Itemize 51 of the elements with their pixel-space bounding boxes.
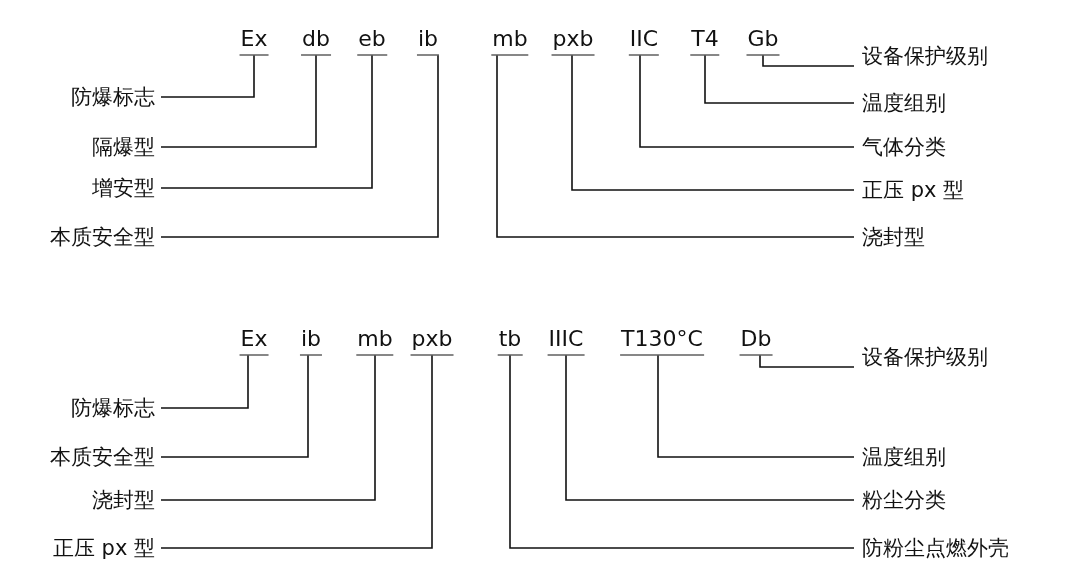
- code-segment: IIIC: [547, 324, 585, 356]
- code-segment: pxb: [551, 24, 595, 56]
- code-segment: T4: [690, 24, 720, 56]
- leader-line: [160, 354, 433, 549]
- code-segment: ib: [299, 324, 323, 356]
- leader-label: 防爆标志: [71, 83, 155, 111]
- leader-line: [160, 54, 373, 189]
- leader-label: 浇封型: [92, 486, 155, 514]
- leader-label: 正压 px 型: [52, 534, 155, 562]
- code-segment: ib: [416, 24, 440, 56]
- code-segment: pxb: [410, 324, 454, 356]
- code-segment: T130°C: [620, 324, 704, 356]
- code-segment: Gb: [746, 24, 780, 56]
- leader-line: [160, 354, 249, 409]
- leader-line: [160, 54, 439, 238]
- leader-line: [565, 354, 855, 501]
- code-segment: Db: [739, 324, 773, 356]
- leader-label: 气体分类: [862, 133, 946, 161]
- leader-label: 粉尘分类: [862, 486, 946, 514]
- leader-label: 温度组别: [862, 89, 946, 117]
- leader-label: 温度组别: [862, 443, 946, 471]
- leader-label: 隔爆型: [92, 133, 155, 161]
- code-segment: db: [301, 24, 331, 56]
- leader-line: [759, 354, 855, 368]
- leader-line: [160, 354, 376, 501]
- leader-label: 设备保护级别: [862, 343, 988, 371]
- leader-label: 增安型: [92, 174, 155, 202]
- code-segment: mb: [491, 24, 529, 56]
- leader-line: [639, 54, 855, 148]
- leader-line: [762, 54, 855, 67]
- code-segment: mb: [356, 324, 394, 356]
- leader-line: [496, 54, 855, 238]
- leader-label: 正压 px 型: [862, 176, 965, 204]
- leader-line: [509, 354, 855, 549]
- code-segment: Ex: [239, 324, 269, 356]
- leader-line: [657, 354, 855, 458]
- leader-label: 本质安全型: [50, 443, 155, 471]
- leader-label: 防爆标志: [71, 394, 155, 422]
- leader-label: 设备保护级别: [862, 42, 988, 70]
- leader-line: [160, 354, 309, 458]
- code-segment: IIC: [628, 24, 660, 56]
- leader-line: [160, 54, 255, 98]
- leader-label: 本质安全型: [50, 223, 155, 251]
- code-segment: tb: [497, 324, 523, 356]
- code-segment: eb: [357, 24, 387, 56]
- leader-label: 浇封型: [862, 223, 925, 251]
- code-segment: Ex: [239, 24, 269, 56]
- leader-label: 防粉尘点燃外壳: [862, 534, 1009, 562]
- leader-line: [571, 54, 855, 191]
- leader-line: [704, 54, 855, 104]
- leader-line: [160, 54, 317, 148]
